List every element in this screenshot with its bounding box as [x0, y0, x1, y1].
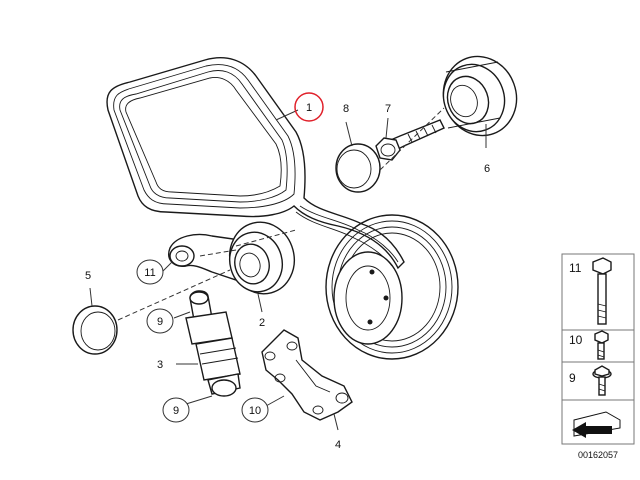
callout-4: 4: [335, 439, 341, 451]
legend-label-10: 10: [569, 333, 583, 347]
idler-pulley: [442, 55, 518, 137]
legend-label-11: 11: [569, 261, 582, 275]
arrow-icon: [572, 411, 621, 438]
document-number: 00162057: [578, 450, 618, 460]
cap-8: [335, 143, 381, 193]
drive-belt: [106, 57, 405, 270]
callout-1: 1: [306, 102, 312, 114]
legend-label-9: 9: [569, 371, 576, 385]
bolt-7: [375, 119, 445, 161]
tensioner-bracket: [261, 329, 353, 421]
callout-9-upper: 9: [157, 316, 163, 328]
legend-bolt-short: [594, 330, 609, 360]
fastener-legend: 11 10 9: [561, 253, 635, 445]
tensioner-arm: [168, 233, 241, 281]
callout-7: 7: [385, 103, 391, 115]
callout-10: 10: [249, 405, 261, 417]
tensioner-pulley: [229, 221, 295, 295]
callout-3: 3: [157, 359, 163, 371]
highlight-ring: [294, 92, 324, 122]
callout-2: 2: [259, 317, 265, 329]
legend-bolt-long: [592, 257, 612, 325]
legend-bolt-flange: [592, 365, 612, 396]
callout-9-lower: 9: [173, 405, 179, 417]
crank-pulley: [325, 214, 459, 360]
callout-11: 11: [144, 267, 155, 279]
callout-8: 8: [343, 103, 349, 115]
shock-absorber: [185, 290, 241, 397]
leader-lines: [89, 107, 487, 431]
callout-6: 6: [484, 163, 490, 175]
callout-ovals: [136, 259, 269, 423]
callout-5: 5: [85, 270, 91, 282]
cap-5: [72, 305, 118, 355]
